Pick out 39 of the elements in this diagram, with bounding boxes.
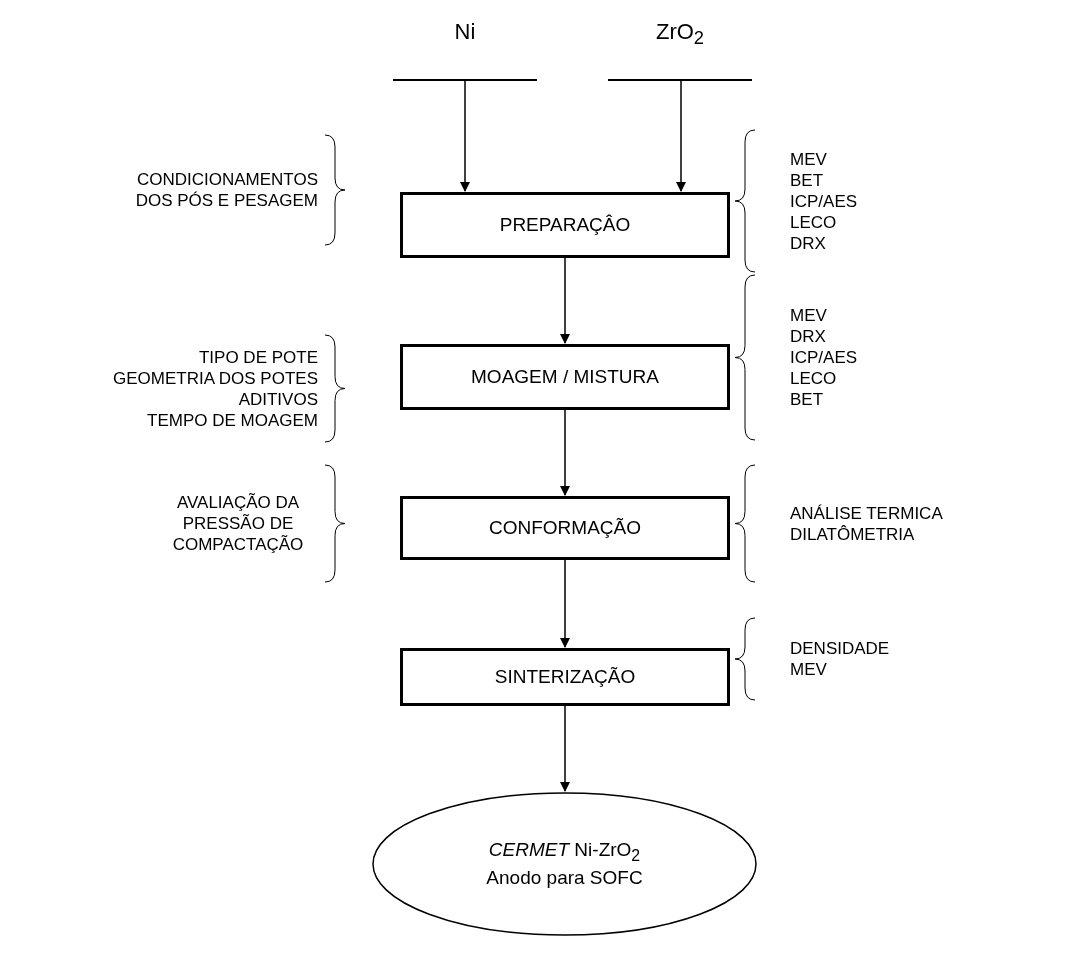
arrow xyxy=(460,80,470,192)
node-text: ZrO$_{2}$ xyxy=(655,19,705,50)
process-box xyxy=(400,496,730,560)
side-note: ANÁLISE TERMICA xyxy=(790,502,943,524)
side-note: DRX xyxy=(790,326,827,347)
side-note: GEOMETRIA DOS POTES xyxy=(112,367,318,389)
side-note: MEV xyxy=(790,148,828,170)
node-text: SINTERIZAÇÃO xyxy=(494,666,636,688)
terminal-ellipse xyxy=(372,792,757,936)
node-text: MOAGEM / MISTURA xyxy=(471,366,659,388)
side-note: TEMPO DE MOAGEM xyxy=(146,409,318,431)
node-text: Anodo para SOFC xyxy=(486,865,643,890)
process-box xyxy=(400,648,730,706)
side-note: LECO xyxy=(790,211,838,233)
side-note: BET xyxy=(790,389,825,410)
side-note: BET xyxy=(790,169,825,191)
arrow xyxy=(560,705,570,792)
node-text: Ni xyxy=(454,19,476,45)
side-note: AVALIAÇÃO DA PRESSÃO DE COMPACTAÇÃO xyxy=(171,492,305,555)
side-note: LECO xyxy=(790,368,838,389)
node-text: CONFORMAÇÃO xyxy=(489,517,641,539)
side-note: DILATÔMETRIA xyxy=(790,523,916,545)
side-note: MEV xyxy=(790,659,828,680)
node-text: CERMET Ni-ZrO$_{2}$ xyxy=(488,838,641,866)
side-note: ICP/AES xyxy=(790,190,858,212)
arrow xyxy=(560,409,570,496)
side-note: CONDICIONAMENTOS DOS PÓS E PESAGEM xyxy=(134,169,318,211)
arrow xyxy=(676,80,686,192)
side-note: DENSIDADE xyxy=(790,638,890,659)
process-box xyxy=(400,344,730,410)
arrow xyxy=(560,257,570,344)
side-note: DRX xyxy=(790,232,827,254)
side-note: MEV xyxy=(790,305,828,326)
side-note: ICP/AES xyxy=(790,347,858,368)
node-text: PREPARAÇÂO xyxy=(499,214,631,236)
side-note: ADITIVOS xyxy=(237,388,318,410)
side-note: TIPO DE POTE xyxy=(197,346,318,368)
process-box xyxy=(400,192,730,258)
arrow xyxy=(560,559,570,648)
